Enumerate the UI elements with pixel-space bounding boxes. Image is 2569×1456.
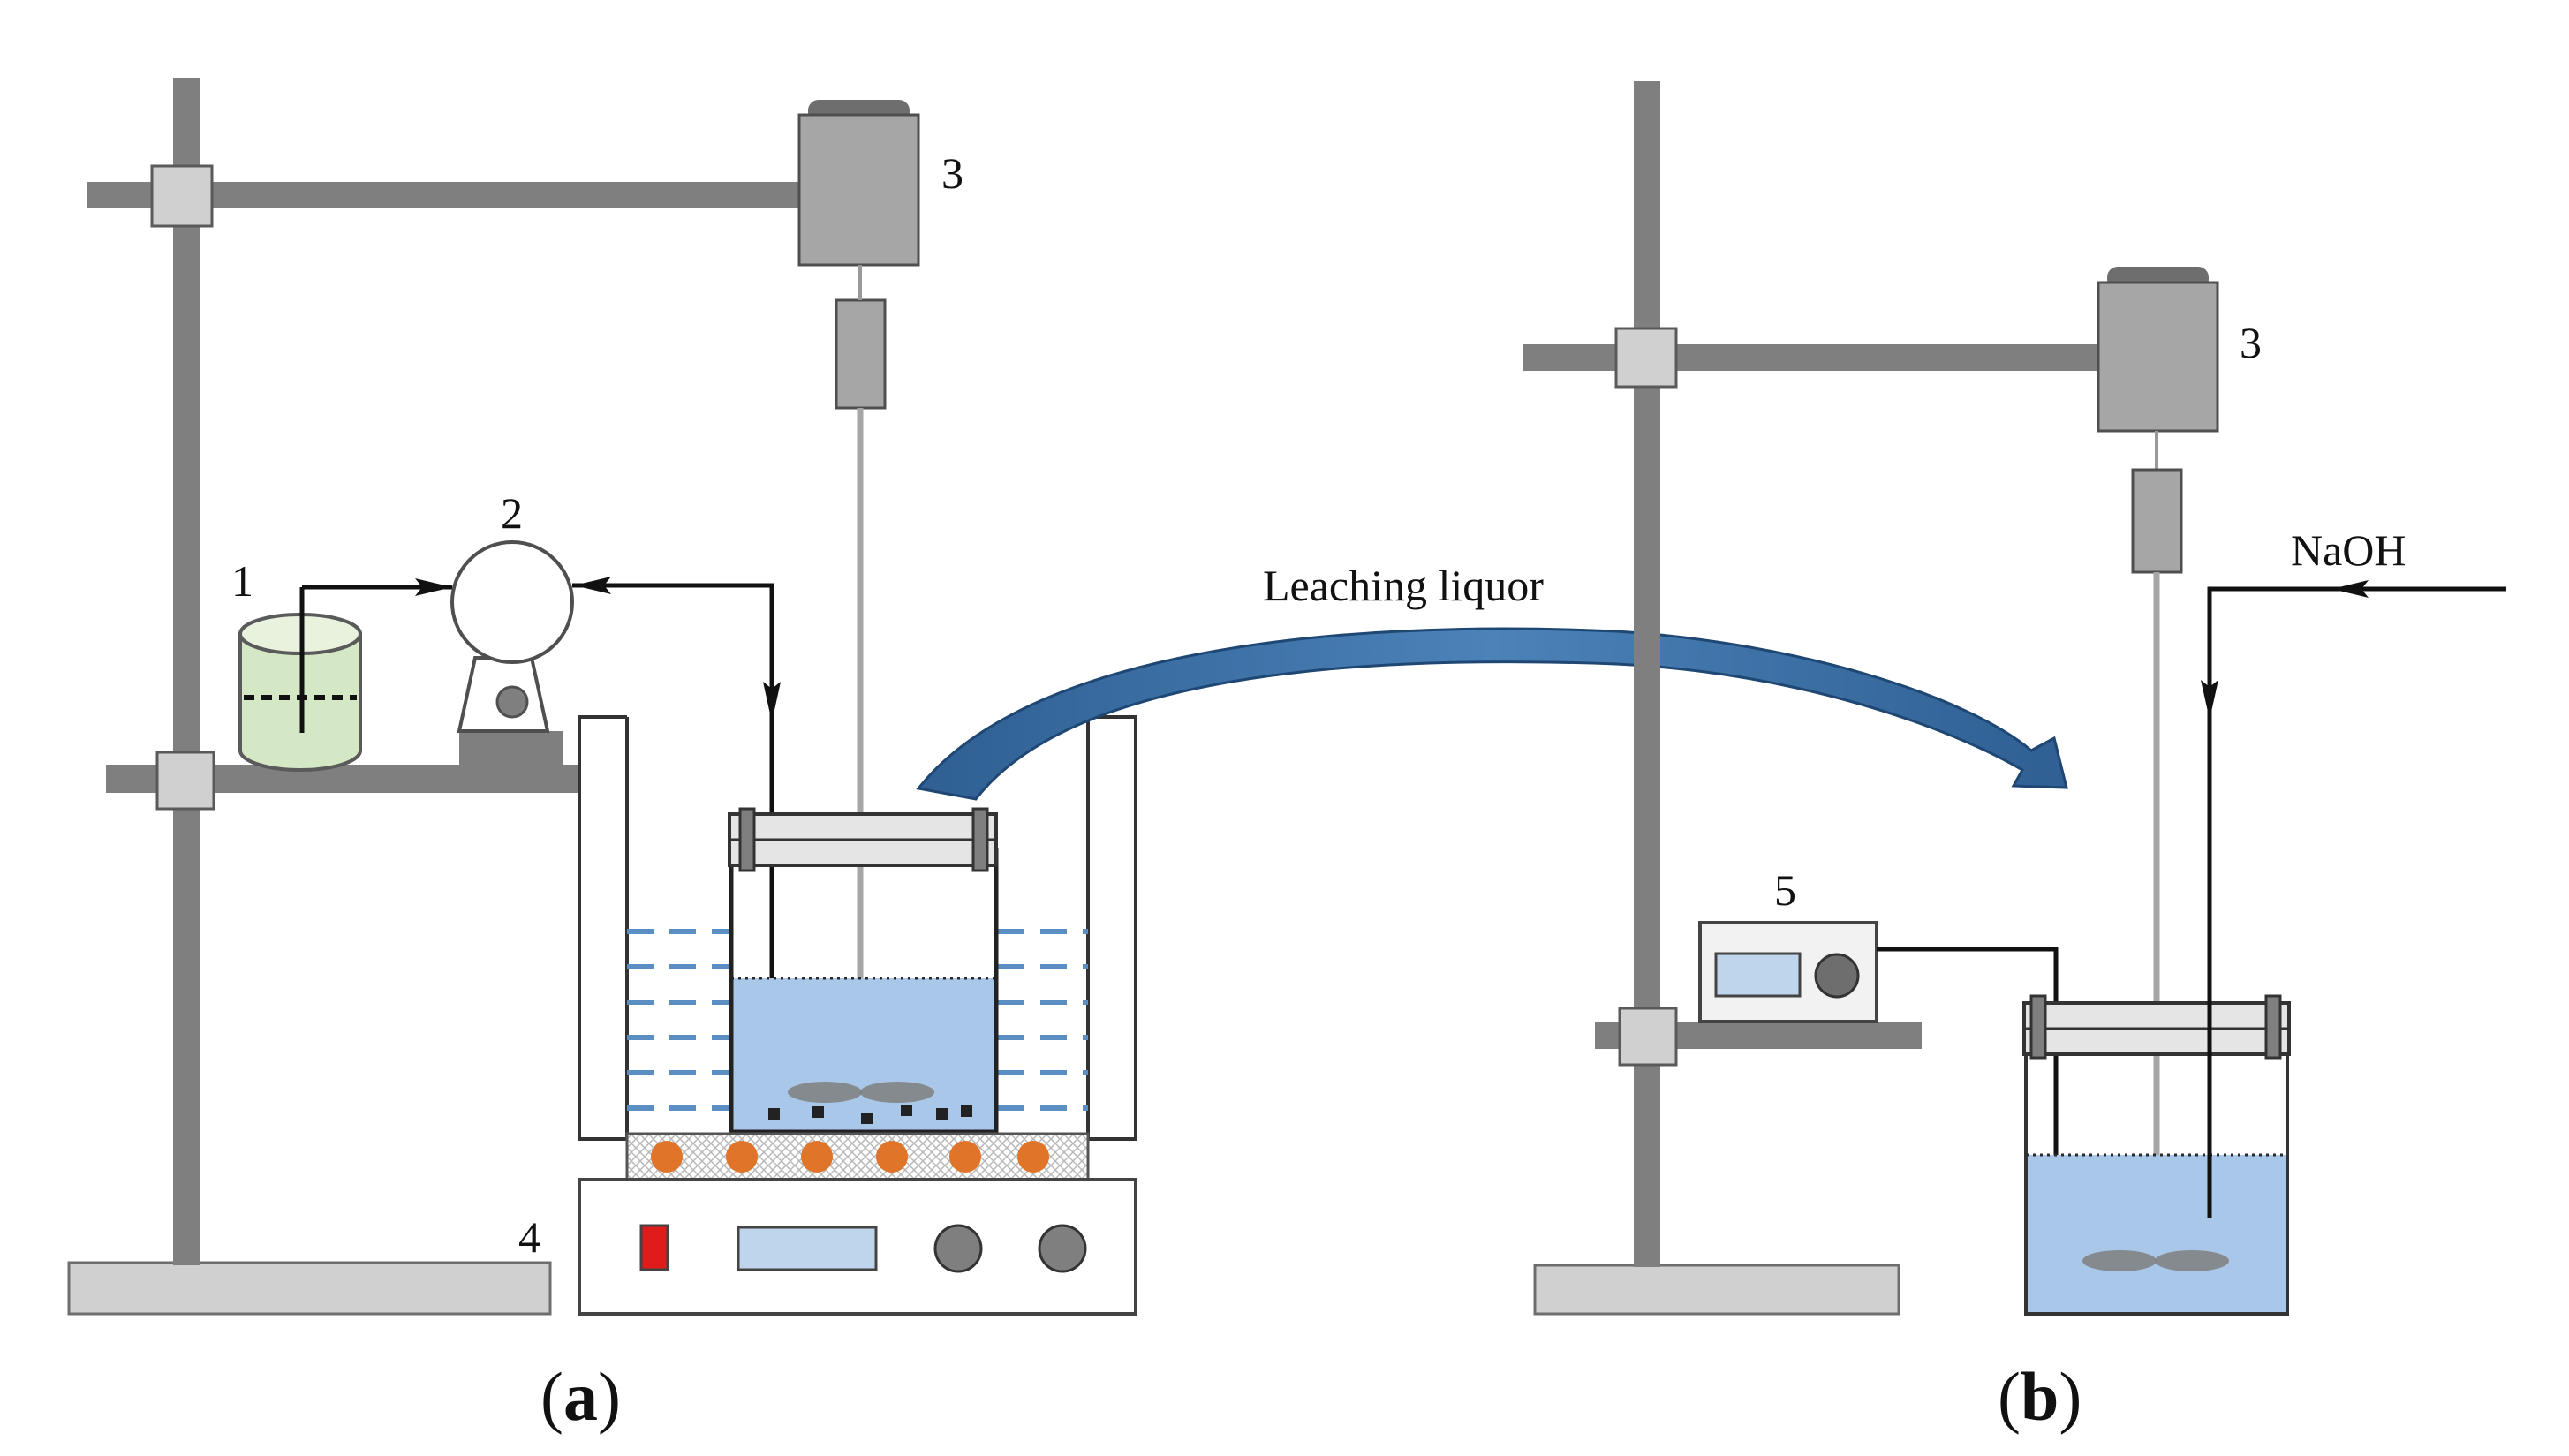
tube-arrow-1 bbox=[415, 578, 452, 596]
overhead-stirrer-a bbox=[797, 100, 920, 1086]
stand-b-upper-arm bbox=[1523, 344, 2105, 371]
label-stirrer-a: 3 bbox=[941, 148, 963, 198]
controller-knob bbox=[1814, 953, 1860, 999]
vessel-b-wall bbox=[2024, 1015, 2289, 1316]
reactor-a-liquid bbox=[731, 978, 996, 1130]
caption-a-close: ) bbox=[598, 1358, 621, 1435]
stand-a-lower-clamp bbox=[155, 751, 215, 811]
pump-head bbox=[450, 540, 574, 664]
precipitation-vessel bbox=[2022, 994, 2291, 1316]
naoh-arrow-vertical bbox=[2201, 680, 2218, 720]
reactor-vessel-a bbox=[728, 807, 999, 1135]
caption-a-open: ( bbox=[540, 1358, 563, 1435]
controller-display bbox=[1714, 952, 1802, 998]
bath-water-dashes bbox=[627, 929, 1088, 1111]
label-stirrer-b: 3 bbox=[2240, 318, 2262, 367]
vessel-b-liquid bbox=[2026, 1155, 2287, 1314]
stand-a-rod bbox=[173, 78, 200, 1265]
reactor-a-impeller bbox=[788, 1082, 934, 1103]
label-heater: 4 bbox=[518, 1212, 540, 1262]
label-naoh: NaOH bbox=[2291, 525, 2407, 575]
naoh-arrow-horizontal bbox=[2331, 580, 2369, 598]
stirrer-b-coupling bbox=[2131, 468, 2183, 574]
heater-knob-2 bbox=[1038, 1224, 1087, 1273]
heater-power-switch bbox=[639, 1224, 669, 1271]
setup-a bbox=[67, 78, 1137, 1316]
tube-pump-to-reactor bbox=[572, 583, 774, 1073]
stand-b-lower-clamp bbox=[1618, 1007, 1678, 1067]
feed-tubing bbox=[302, 577, 781, 1073]
stand-b-base bbox=[1533, 1264, 1900, 1316]
tube-arrow-3 bbox=[763, 682, 781, 722]
stand-b-rod bbox=[1634, 81, 1660, 1267]
stand-a-upper-clamp bbox=[150, 164, 214, 228]
heater-controller-base bbox=[578, 1178, 1137, 1316]
setup-b bbox=[1523, 81, 2506, 1316]
heating-dots bbox=[651, 1141, 1049, 1173]
caption-a-letter: a bbox=[563, 1358, 598, 1435]
label-leaching-liquor: Leaching liquor bbox=[1263, 561, 1544, 610]
vessel-b-lid bbox=[2022, 994, 2291, 1060]
pump-knob bbox=[495, 685, 529, 719]
retort-stand-b bbox=[1523, 81, 2105, 1316]
caption-b-open: ( bbox=[1998, 1358, 2021, 1435]
reactor-a-particles bbox=[768, 1105, 972, 1124]
tube-arrow-2 bbox=[574, 577, 611, 594]
label-beaker: 1 bbox=[231, 556, 253, 606]
labels: 1 2 3 4 3 5 Leaching liquor NaOH (a) (b) bbox=[231, 148, 2407, 1435]
water-bath bbox=[578, 715, 1137, 1141]
overhead-stirrer-b bbox=[2097, 267, 2219, 1256]
stirrer-a-coupling bbox=[835, 298, 887, 410]
water-bath-left-wall bbox=[578, 715, 629, 1141]
stand-b-upper-clamp bbox=[1614, 327, 1678, 389]
caption-b-close: ) bbox=[2059, 1358, 2082, 1435]
stirrer-a-motor bbox=[797, 113, 920, 267]
heater-display bbox=[737, 1226, 878, 1271]
reactor-a-wall bbox=[729, 848, 999, 1135]
heating-plate bbox=[625, 1132, 1090, 1181]
reagent-beaker bbox=[238, 587, 362, 772]
label-pump: 2 bbox=[501, 488, 523, 538]
reactor-a-lid bbox=[728, 807, 998, 872]
label-controller: 5 bbox=[1774, 865, 1796, 915]
stirrer-b-motor bbox=[2097, 281, 2219, 433]
naoh-feed-line bbox=[2201, 580, 2506, 1218]
stand-a-base bbox=[67, 1261, 552, 1316]
pump-stand bbox=[459, 731, 563, 766]
vessel-b-impeller bbox=[2082, 1250, 2229, 1271]
caption-b-letter: b bbox=[2021, 1358, 2059, 1435]
temperature-controller bbox=[1698, 921, 1878, 1023]
naoh-tube bbox=[2207, 586, 2506, 1218]
caption-b: (b) bbox=[1998, 1358, 2082, 1435]
caption-a: (a) bbox=[540, 1358, 621, 1435]
heater-knob-1 bbox=[933, 1224, 983, 1273]
peristaltic-pump bbox=[450, 540, 574, 766]
heating-element bbox=[625, 1132, 1090, 1181]
transfer-arrow bbox=[916, 627, 2068, 801]
retort-stand-a bbox=[67, 78, 811, 1316]
leaching-liquor-arrow bbox=[916, 627, 2068, 801]
